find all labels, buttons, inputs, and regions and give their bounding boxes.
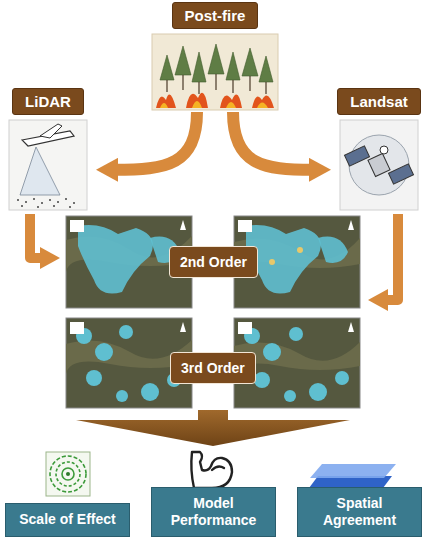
merge-arrow [76,410,350,446]
outcome-box: Spatial Agreement [297,487,422,537]
outcome-label: Model Performance [158,495,269,529]
order-box: 3rd Order [170,352,256,384]
outcome-label: Spatial Agreement [304,495,415,529]
satellite-picture [340,120,418,210]
outcome-box: Model Performance [151,487,276,537]
order-label: 3rd Order [181,360,245,376]
source-panel: Post-fire [150,2,280,112]
source-label: Landsat [337,88,421,115]
scale-icon [46,452,90,496]
outcome-label: Scale of Effect [12,511,123,528]
source-panel: LiDAR [6,88,90,212]
map-panel [66,216,360,408]
flow-arrow [233,112,313,170]
source-label: LiDAR [12,88,84,115]
muscle-icon [191,452,232,488]
order-label: 2nd Order [180,254,247,270]
order-box: 2nd Order [169,246,258,278]
forest-fire-picture [152,34,278,110]
source-label: Post-fire [172,2,259,29]
lidar-plane-picture [9,120,87,210]
source-panel: Landsat [337,88,421,212]
outcome-box: Scale of Effect [5,503,130,537]
flow-arrow [114,112,197,170]
